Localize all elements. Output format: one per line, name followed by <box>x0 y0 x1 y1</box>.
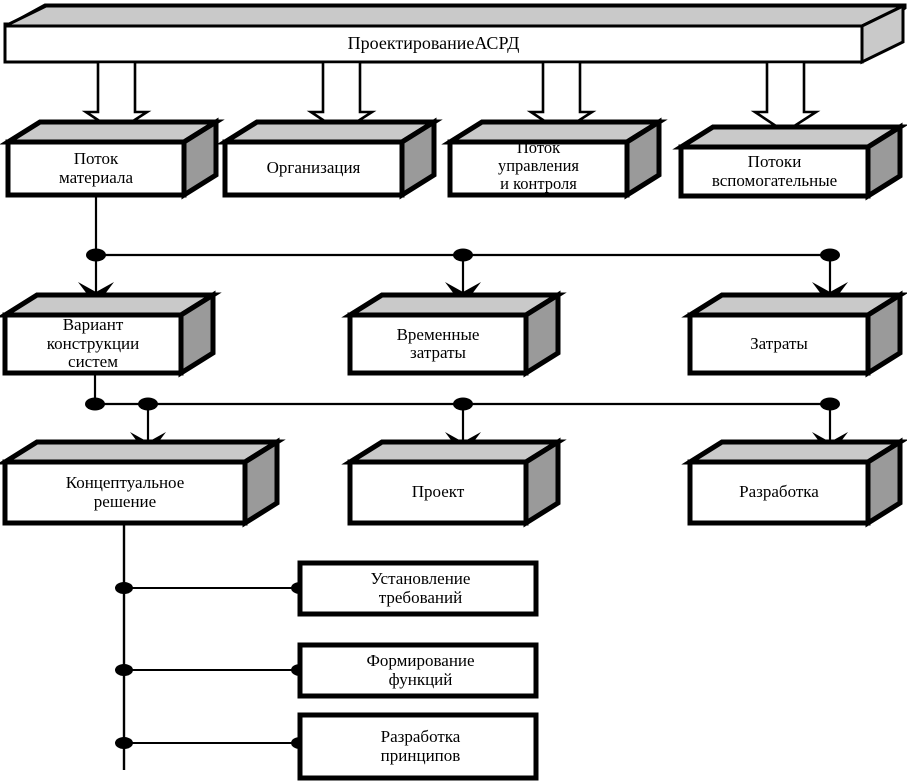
banner-top-plane <box>4 4 904 28</box>
junction-dot <box>115 582 133 594</box>
bus-line-1-group <box>78 195 848 306</box>
junction-dot <box>138 397 158 411</box>
node-potok-materiala[interactable] <box>0 117 225 200</box>
node-potok-upravleniya[interactable] <box>441 117 668 200</box>
junction-dot <box>453 397 473 411</box>
node-title-banner[interactable] <box>3 3 907 65</box>
junction-dot <box>85 397 105 411</box>
node-razrabotka-principov[interactable] <box>297 712 539 781</box>
banner-front-face <box>3 24 864 64</box>
node-potoki-vspomogatelnye[interactable] <box>672 122 907 201</box>
junction-dot <box>86 248 106 262</box>
node-konceptualnoe-reshenie[interactable] <box>0 437 286 528</box>
node-variant-konstrukcii[interactable] <box>0 290 222 378</box>
block-arrow-group <box>81 60 821 134</box>
node-organizaciya[interactable] <box>216 117 443 200</box>
node-proekt[interactable] <box>341 437 567 528</box>
junction-dot <box>820 397 840 411</box>
node-formirovanie-funkcij[interactable] <box>297 642 539 699</box>
node-ustanovlenie-trebovanij[interactable] <box>297 560 539 617</box>
junction-dot <box>115 664 133 676</box>
node-vremennye-zatraty[interactable] <box>341 290 567 378</box>
junction-dot <box>115 737 133 749</box>
level5-connector-group <box>115 523 309 770</box>
block-arrow-to-potoki-vspomogatelnye <box>750 60 821 134</box>
node-razrabotka[interactable] <box>681 437 907 528</box>
node-zatraty[interactable] <box>681 290 907 378</box>
junction-dot <box>453 248 473 262</box>
junction-dot <box>820 248 840 262</box>
